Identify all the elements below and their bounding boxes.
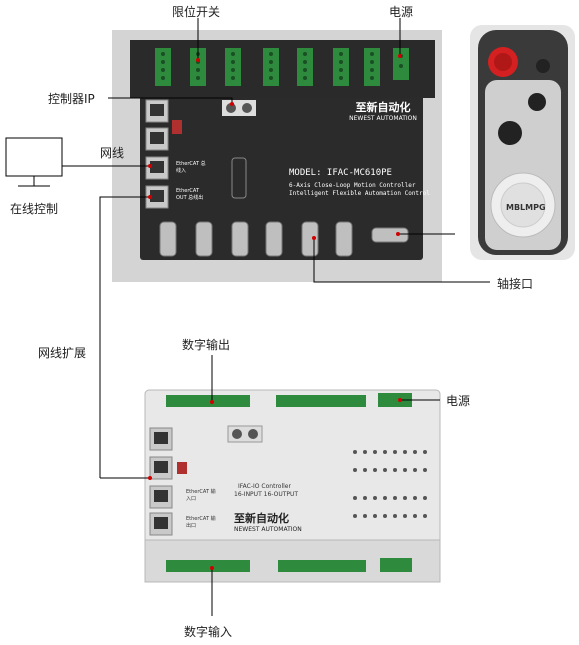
controller-ethernet-ports <box>145 99 182 209</box>
controller-terminal-screws <box>161 52 403 80</box>
controller-db-face <box>231 157 247 199</box>
pendant-brand: MBLMPG <box>506 203 546 212</box>
label-network-ext: 网线扩展 <box>38 346 87 360</box>
controller-terminal-blocks <box>155 48 409 86</box>
controller-brand-en: NEWEST AUTOMATION <box>349 115 417 122</box>
label-online-control: 在线控制 <box>10 202 59 216</box>
controller-ip-switch <box>222 100 256 116</box>
controller-top-strip <box>130 40 435 98</box>
controller-desc2: Intelligent Flexible Automation Control <box>289 190 430 197</box>
label-controller-ip: 控制器IP <box>48 92 95 106</box>
label-digital-output: 数字输出 <box>182 338 231 352</box>
io-port-out-label: EtherCAT 输出口 <box>186 516 216 529</box>
controller-body <box>140 95 423 260</box>
io-brand-cn: 至新自动化 <box>234 512 289 525</box>
controller-brand-cn: 至新自动化 <box>355 101 411 114</box>
io-ethernet-ports <box>149 427 187 536</box>
io-terminal-blocks <box>166 393 412 572</box>
label-power-io: 电源 <box>446 394 471 408</box>
label-limit-switch: 限位开关 <box>172 5 221 19</box>
controller-port-out-label: EtherCAT OUT 总线出 <box>176 188 204 201</box>
pendant-axis-knob <box>528 93 546 111</box>
io-led-grid <box>353 450 427 518</box>
io-ip-switch <box>227 425 263 443</box>
label-power-top: 电源 <box>389 5 414 19</box>
controller-logo: 至新自动化 NEWEST AUTOMATION <box>343 99 423 122</box>
controller-model: MODEL: IFAC-MC610PE <box>289 168 392 178</box>
label-axis-port: 轴接口 <box>497 277 534 291</box>
monitor-icon <box>5 137 63 187</box>
io-brand-en: NEWEST AUTOMATION <box>234 526 302 533</box>
io-port-in-label: EtherCAT 输入口 <box>186 489 216 502</box>
leader-dots <box>148 54 402 570</box>
label-network: 网线 <box>100 146 125 160</box>
io-title: IFAC-IO Controller <box>238 483 291 490</box>
controller-desc1: 6-Axis Close-Loop Motion Controller <box>289 182 416 189</box>
pendant-step-knob <box>498 121 522 145</box>
controller-port-in-label: EtherCAT 总线入 <box>176 161 206 174</box>
pendant-enable-knob <box>536 59 550 73</box>
io-spec: 16-INPUT 16-OUTPUT <box>234 491 299 498</box>
label-digital-input: 数字输入 <box>184 625 233 639</box>
io-logo: 至新自动化 NEWEST AUTOMATION <box>234 510 329 533</box>
